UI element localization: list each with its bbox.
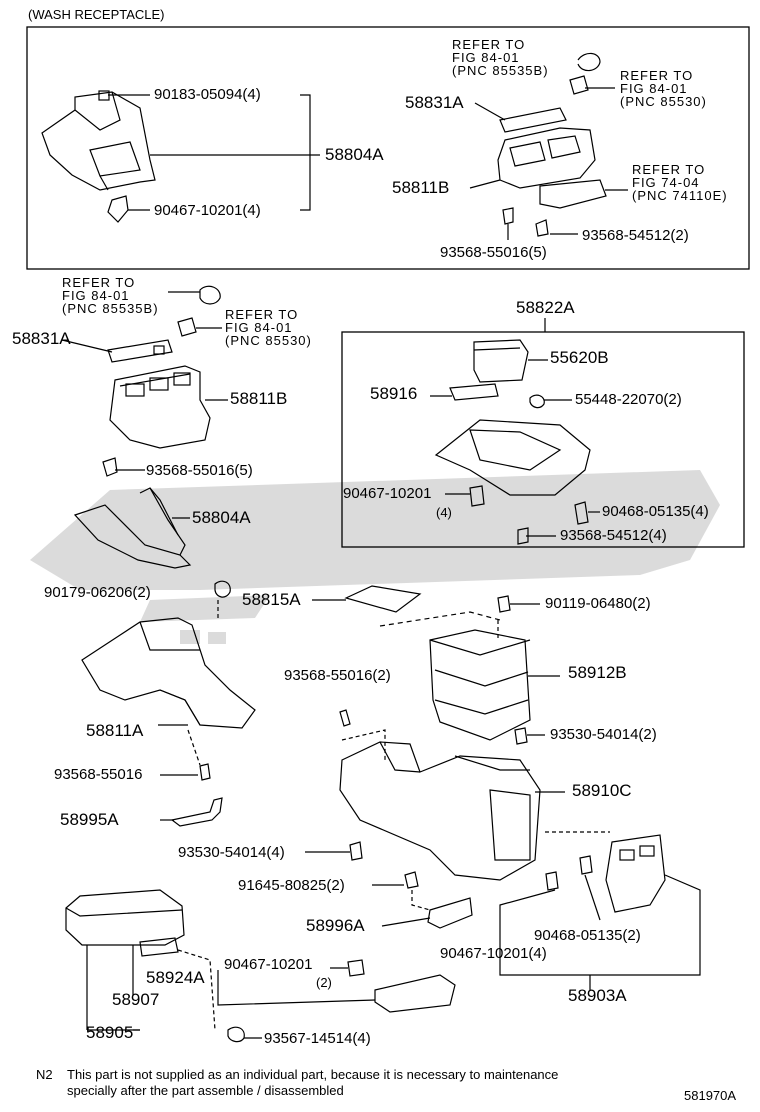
part-label-90467-10201: 90467-10201(4) (440, 945, 547, 962)
part-label-90467-10201: 90467-10201 (224, 956, 313, 973)
part-label-91645-80825: 91645-80825(2) (238, 877, 345, 894)
part-label-90183-05094: 90183-05094(4) (154, 86, 261, 103)
part-label-93567-14514: 93567-14514(4) (264, 1030, 371, 1047)
reference-note: REFER TO FIG 84-01 (PNC 85535B) (62, 275, 159, 316)
reference-note: REFER TO FIG 84-01 (PNC 85535B) (452, 37, 549, 78)
part-label-58811B: 58811B (230, 389, 288, 408)
part-label-58815A: 58815A (242, 590, 301, 609)
part-label-58822A: 58822A (516, 298, 575, 317)
left-58831A-part (107, 285, 221, 363)
left-58995A-part (170, 763, 223, 827)
top-frame (26, 26, 750, 270)
section-title: (WASH RECEPTACLE) (28, 7, 165, 22)
main-58815A-part (344, 585, 422, 613)
footnote-code: N2 (36, 1067, 53, 1082)
figure-id: 581970A (684, 1088, 737, 1103)
part-label-90119-06480: 90119-06480(2) (545, 595, 651, 612)
part-label-90467-10201: 90467-10201 (343, 485, 432, 502)
part-label-93568-54512: 93568-54512(4) (560, 527, 667, 544)
part-label-58912B: 58912B (568, 663, 627, 682)
part-label-93530-54014: 93530-54014(4) (178, 844, 285, 861)
reference-note: REFER TO FIG 84-01 (PNC 85530) (620, 68, 707, 109)
part-label-58903A: 58903A (568, 986, 627, 1005)
part-label-93530-54014: 93530-54014(2) (550, 726, 657, 743)
main-58903A-part (545, 834, 666, 913)
watermark-logo (30, 470, 720, 644)
part-label-58916: 58916 (370, 384, 418, 403)
part-label-93568-55016: 93568-55016(5) (440, 244, 547, 261)
left-58811A-part (81, 580, 256, 729)
top-58811B-part (497, 52, 607, 237)
part-label-58831A: 58831A (12, 329, 71, 348)
part-label-93568-55016: 93568-55016(5) (146, 462, 253, 479)
box-58822A-parts (434, 339, 591, 545)
part-label-58811A: 58811A (86, 721, 144, 740)
part-label-58905: 58905 (86, 1023, 134, 1042)
part-label-58804A: 58804A (325, 145, 384, 164)
part-label-58996A: 58996A (306, 916, 365, 935)
part-label-58910C: 58910C (572, 781, 632, 800)
part-label-55620B: 55620B (550, 348, 609, 367)
part-qty: (4) (436, 505, 452, 520)
part-label-93568-55016: 93568-55016(2) (284, 667, 391, 684)
frame-58822A (341, 331, 745, 548)
part-label-58995A: 58995A (60, 810, 119, 829)
main-58912B-part (429, 595, 531, 741)
armrest-58905-part (65, 889, 456, 1043)
part-label-93568-55016: 93568-55016 (54, 766, 143, 783)
part-label-58831A: 58831A (405, 93, 464, 112)
part-label-58907: 58907 (112, 990, 160, 1009)
part-label-58924A: 58924A (146, 968, 205, 987)
top-58804A-part (41, 90, 156, 223)
part-label-58811B: 58811B (392, 178, 450, 197)
part-label-90468-05135: 90468-05135(4) (602, 503, 709, 520)
part-qty: (2) (316, 975, 332, 990)
part-label-58804A: 58804A (192, 508, 251, 527)
left-58811B-part (102, 365, 211, 477)
part-label-55448-22070: 55448-22070(2) (575, 391, 682, 408)
part-label-90467-10201: 90467-10201(4) (154, 202, 261, 219)
left-58804A-part (73, 487, 192, 569)
part-label-93568-54512: 93568-54512(2) (582, 227, 689, 244)
part-label-90179-06206: 90179-06206(2) (44, 584, 151, 601)
footnote-line-1: This part is not supplied as an individu… (67, 1067, 559, 1082)
part-label-90468-05135: 90468-05135(2) (534, 927, 641, 944)
main-58996A-part (404, 871, 473, 929)
footnote-line-2: specially after the part assemble / disa… (67, 1083, 344, 1098)
reference-note: REFER TO FIG 84-01 (PNC 85530) (225, 307, 312, 348)
reference-note: REFER TO FIG 74-04 (PNC 74110E) (632, 162, 728, 203)
main-58910C-part (339, 709, 541, 881)
